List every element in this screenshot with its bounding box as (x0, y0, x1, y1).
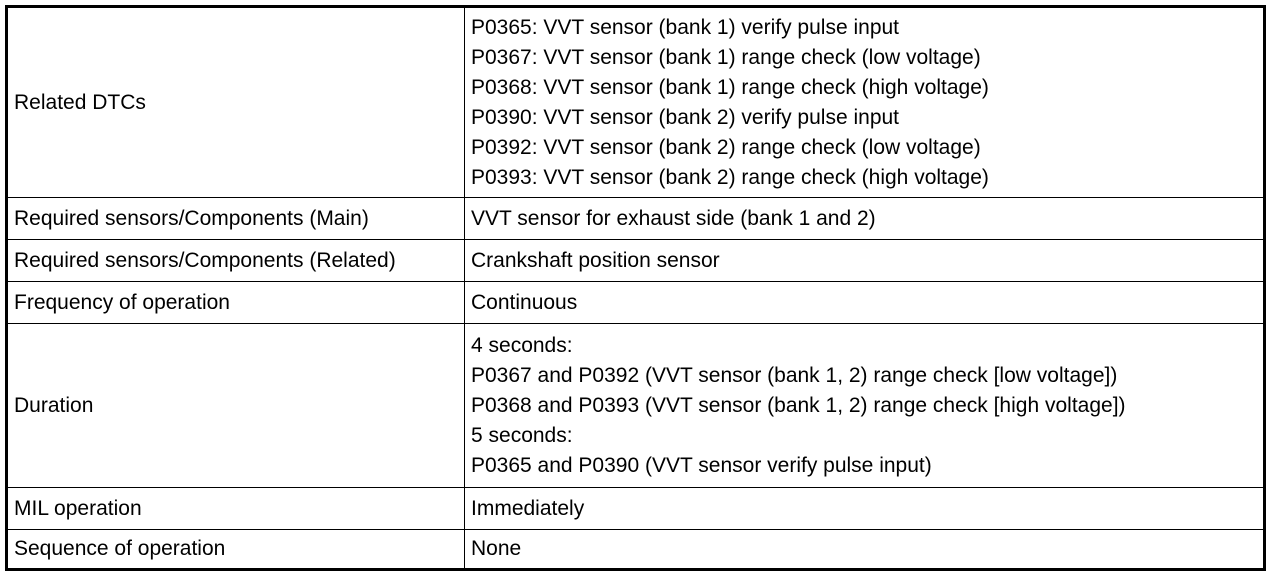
row-label: Duration (6, 323, 465, 488)
row-label: Sequence of operation (6, 529, 465, 570)
value-line: P0390: VVT sensor (bank 2) verify pulse … (471, 105, 900, 129)
table-row-duration: Duration 4 seconds: P0367 and P0392 (VVT… (6, 323, 1265, 488)
value-line: P0367 and P0392 (VVT sensor (bank 1, 2) … (471, 363, 1118, 387)
row-value: 4 seconds: P0367 and P0392 (VVT sensor (… (464, 323, 1265, 488)
table-row-sequence: Sequence of operation None (6, 529, 1265, 570)
row-label: Required sensors/Components (Main) (6, 197, 465, 240)
value-line: P0367: VVT sensor (bank 1) range check (… (471, 45, 981, 69)
table-row-frequency: Frequency of operation Continuous (6, 281, 1265, 324)
table-row-mil-operation: MIL operation Immediately (6, 487, 1265, 530)
value-line: P0368: VVT sensor (bank 1) range check (… (471, 75, 989, 99)
row-value: Continuous (464, 281, 1265, 324)
value-line: Crankshaft position sensor (471, 248, 720, 272)
row-label: Related DTCs (6, 6, 465, 198)
row-value: None (464, 529, 1265, 570)
value-line: 5 seconds: (471, 423, 573, 447)
row-value: Immediately (464, 487, 1265, 530)
row-label: MIL operation (6, 487, 465, 530)
row-value: VVT sensor for exhaust side (bank 1 and … (464, 197, 1265, 240)
value-line: P0368 and P0393 (VVT sensor (bank 1, 2) … (471, 393, 1126, 417)
value-line: P0365 and P0390 (VVT sensor verify pulse… (471, 453, 932, 477)
value-line: P0393: VVT sensor (bank 2) range check (… (471, 165, 989, 189)
table-row-related-dtcs: Related DTCs P0365: VVT sensor (bank 1) … (6, 6, 1265, 198)
value-line: None (471, 537, 522, 560)
value-line: 4 seconds: (471, 333, 573, 357)
row-label: Frequency of operation (6, 281, 465, 324)
value-line: P0392: VVT sensor (bank 2) range check (… (471, 135, 981, 159)
monitor-spec-table: Related DTCs P0365: VVT sensor (bank 1) … (5, 5, 1266, 571)
row-value: P0365: VVT sensor (bank 1) verify pulse … (464, 6, 1265, 198)
value-line: Continuous (471, 290, 578, 314)
table-row-required-related: Required sensors/Components (Related) Cr… (6, 239, 1265, 282)
value-line: Immediately (471, 496, 585, 520)
value-line: P0365: VVT sensor (bank 1) verify pulse … (471, 15, 900, 39)
table-row-required-main: Required sensors/Components (Main) VVT s… (6, 197, 1265, 240)
row-value: Crankshaft position sensor (464, 239, 1265, 282)
value-line: VVT sensor for exhaust side (bank 1 and … (471, 206, 876, 230)
row-label: Required sensors/Components (Related) (6, 239, 465, 282)
